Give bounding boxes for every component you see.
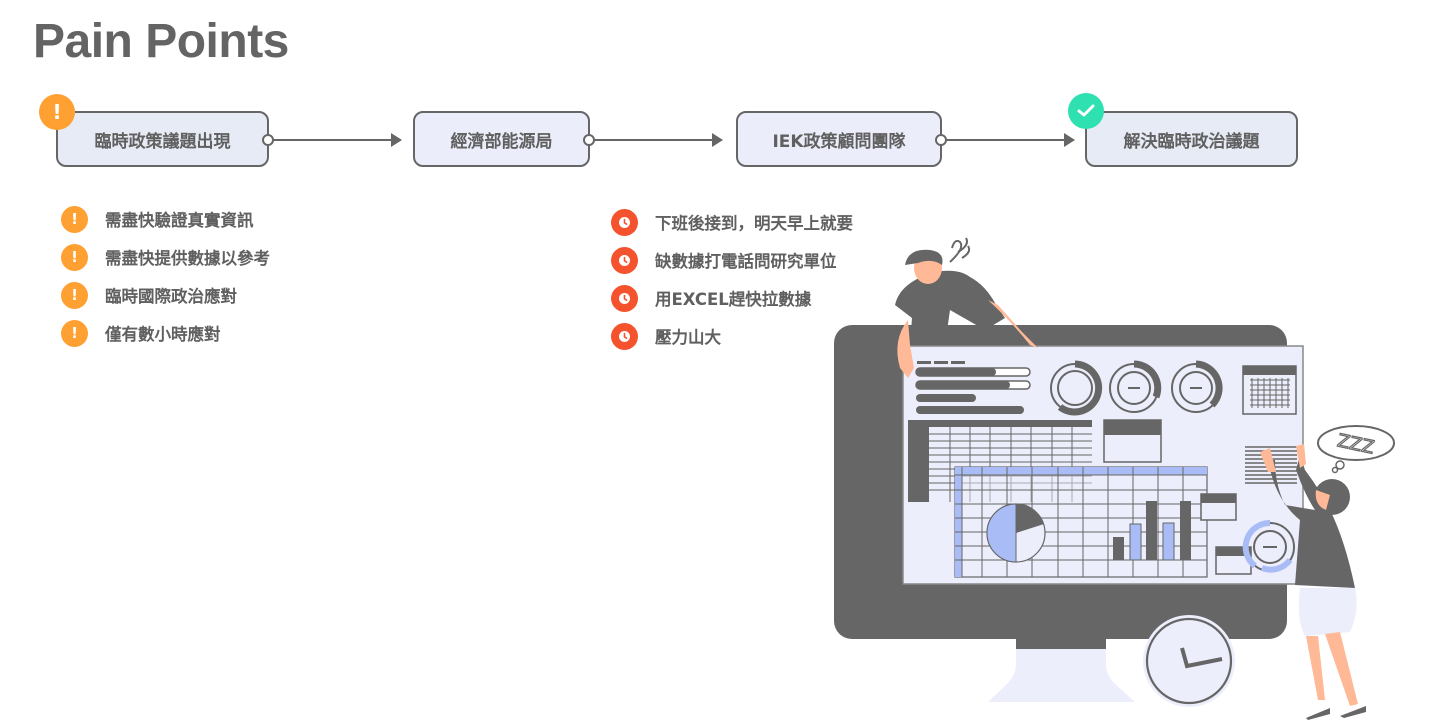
list-item: !需盡快提供數據以參考 bbox=[61, 238, 270, 276]
flow-connector bbox=[583, 133, 723, 147]
pain-list-situation: 下班後接到，明天早上就要 缺數據打電話問研究單位 用EXCEL趕快拉數據 壓力山… bbox=[611, 203, 853, 355]
warning-icon: ! bbox=[61, 319, 88, 347]
pain-list-requirements: !需盡快驗證真實資訊 !需盡快提供數據以參考 !臨時國際政治應對 !僅有數小時應… bbox=[61, 200, 270, 352]
warning-icon: ! bbox=[39, 94, 75, 130]
clock-icon bbox=[611, 284, 638, 312]
donut-gauges bbox=[1050, 360, 1223, 416]
flow-connector bbox=[935, 133, 1075, 147]
flow-node-label: IEK政策顧問團隊 bbox=[772, 131, 906, 152]
progress-bars bbox=[915, 367, 1031, 414]
flow-node-label: 臨時政策議題出現 bbox=[94, 131, 231, 152]
list-item: 用EXCEL趕快拉數據 bbox=[611, 279, 853, 317]
stressed-workers-illustration: ZZZ bbox=[834, 237, 1395, 720]
clock-icon bbox=[611, 208, 638, 236]
stressed-man-figure bbox=[895, 237, 1038, 378]
flow-connector bbox=[262, 133, 402, 147]
flow-node-policy-issue[interactable]: 臨時政策議題出現 bbox=[56, 111, 269, 167]
list-item: !僅有數小時應對 bbox=[61, 314, 270, 352]
connector-dot bbox=[262, 134, 274, 146]
clock-icon bbox=[1143, 615, 1235, 707]
list-item: 壓力山大 bbox=[611, 317, 853, 355]
flow-node-resolve-issue[interactable]: 解決臨時政治議題 bbox=[1085, 111, 1298, 167]
calendar-widget bbox=[1242, 365, 1297, 415]
arrow-head-icon bbox=[1064, 133, 1075, 147]
arrow-head-icon bbox=[712, 133, 723, 147]
spreadsheet-chart bbox=[954, 466, 1208, 578]
donut-gauge-blue bbox=[1242, 519, 1295, 573]
list-item: 缺數據打電話問研究單位 bbox=[611, 241, 853, 279]
arrow-head-icon bbox=[391, 133, 402, 147]
list-item: 下班後接到，明天早上就要 bbox=[611, 203, 853, 241]
monitor-stand bbox=[988, 635, 1135, 702]
check-icon bbox=[1068, 93, 1104, 129]
flow-node-iek-team[interactable]: IEK政策顧問團隊 bbox=[736, 111, 942, 167]
flow-node-label: 經濟部能源局 bbox=[450, 131, 553, 152]
flow-node-energy-bureau[interactable]: 經濟部能源局 bbox=[413, 111, 590, 167]
flow-node-label: 解決臨時政治議題 bbox=[1123, 131, 1260, 152]
clock-icon bbox=[611, 322, 638, 350]
warning-icon: ! bbox=[61, 243, 88, 271]
connector-dot bbox=[935, 134, 947, 146]
connector-dot bbox=[583, 134, 595, 146]
clock-icon bbox=[611, 246, 638, 274]
page-title: Pain Points bbox=[33, 15, 289, 68]
list-item: !臨時國際政治應對 bbox=[61, 276, 270, 314]
tired-woman-figure: ZZZ bbox=[1260, 425, 1395, 720]
warning-icon: ! bbox=[61, 205, 88, 233]
list-item: !需盡快驗證真實資訊 bbox=[61, 200, 270, 238]
warning-icon: ! bbox=[61, 281, 88, 309]
